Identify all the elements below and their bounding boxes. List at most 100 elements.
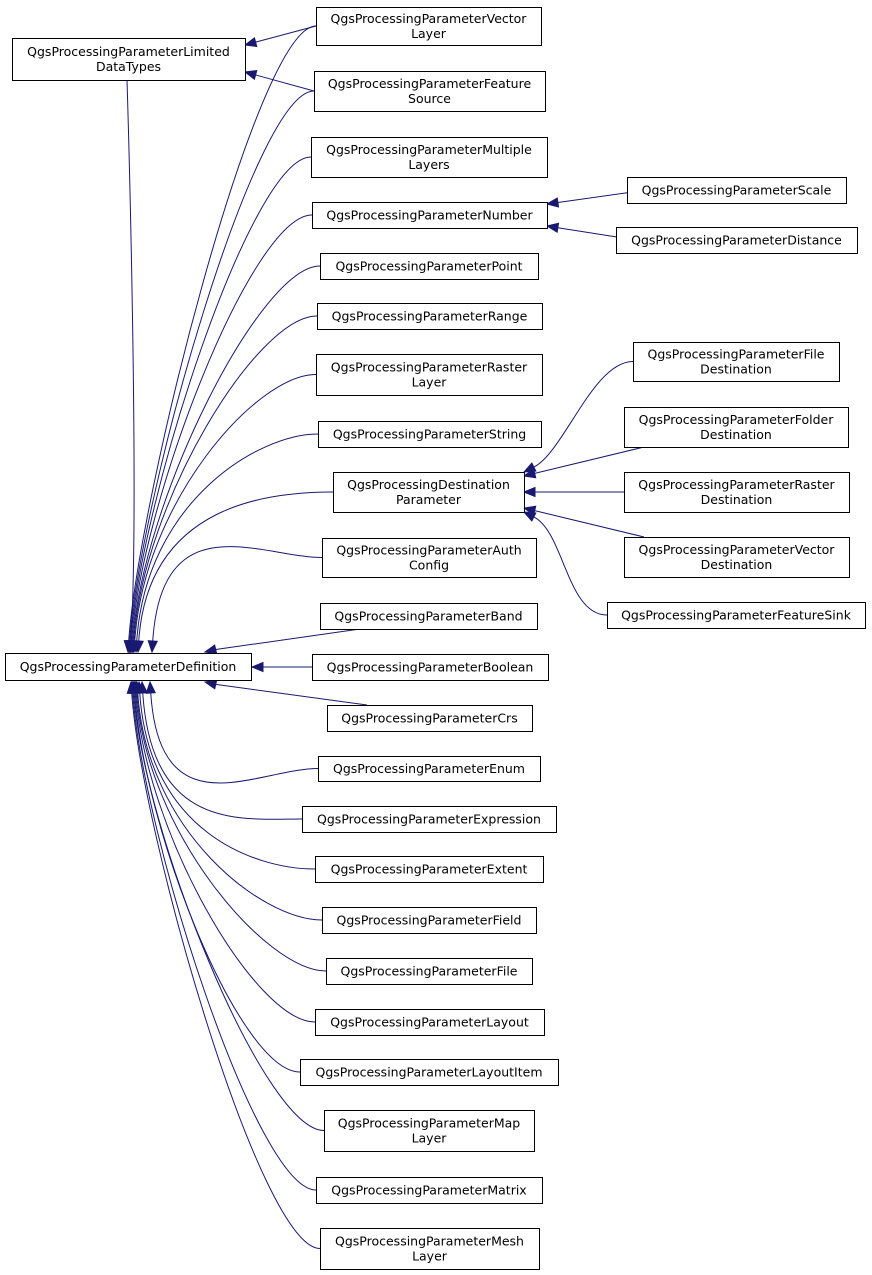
class-node-box (317, 303, 543, 330)
edge-maplayer-to-def (128, 680, 325, 1131)
class-node-label: QgsProcessingParameterMap (338, 1116, 521, 1131)
class-node-box (320, 253, 539, 280)
edge-line (534, 510, 645, 538)
class-node-band[interactable]: QgsProcessingParameterBand (320, 603, 538, 630)
class-node-box (315, 856, 544, 883)
edge-authconfig-to-def (147, 546, 323, 654)
class-node-crs[interactable]: QgsProcessingParameterCrs (327, 705, 533, 732)
edge-line (255, 74, 315, 92)
class-node-box (322, 907, 537, 934)
class-node-label: QgsProcessingParameterDistance (631, 233, 842, 248)
class-node-label: QgsProcessingParameterRaster (331, 360, 528, 375)
class-node-layout[interactable]: QgsProcessingParameterLayout (315, 1009, 545, 1036)
class-node-distance[interactable]: QgsProcessingParameterDistance (616, 227, 858, 254)
class-node-box (616, 227, 858, 254)
class-node-box (607, 602, 866, 629)
class-node-box (312, 202, 548, 229)
class-node-scale[interactable]: QgsProcessingParameterScale (627, 177, 847, 204)
class-node-label: DataTypes (96, 59, 161, 74)
edge-meshlayer-to-def (126, 680, 321, 1249)
class-node-box (326, 958, 533, 985)
class-node-box (633, 342, 840, 382)
edge-line (533, 516, 608, 616)
class-node-box (320, 1228, 540, 1270)
edge-field-to-def (132, 680, 323, 921)
class-node-box (315, 1009, 545, 1036)
class-node-box (314, 71, 546, 112)
edge-crs-to-def (203, 679, 368, 706)
edge-point-to-def (127, 265, 321, 654)
class-node-box (318, 756, 541, 782)
edge-line (152, 546, 323, 642)
class-node-label: QgsProcessingParameterField (337, 913, 522, 928)
class-node-point[interactable]: QgsProcessingParameterPoint (320, 253, 539, 280)
edge-layout-to-def (130, 680, 316, 1023)
class-node-box (5, 653, 252, 681)
class-node-extent[interactable]: QgsProcessingParameterExtent (315, 856, 544, 883)
edge-line (215, 628, 361, 651)
edge-line (130, 156, 312, 642)
class-node-label: QgsProcessingParameterRange (332, 309, 528, 324)
class-node-enum[interactable]: QgsProcessingParameterEnum (318, 756, 541, 782)
class-node-box (322, 538, 537, 578)
class-node-layoutitem[interactable]: QgsProcessingParameterLayoutItem (300, 1059, 559, 1086)
class-node-featuresink[interactable]: QgsProcessingParameterFeatureSink (607, 602, 866, 629)
edge-destination-to-def (133, 491, 334, 654)
class-node-label: QgsProcessingDestination (347, 477, 510, 492)
edge-line (534, 446, 645, 474)
class-node-def[interactable]: QgsProcessingParameterDefinition (5, 653, 252, 681)
edge-arrowhead (126, 680, 137, 694)
class-node-box (327, 705, 533, 732)
class-node-number[interactable]: QgsProcessingParameterNumber (312, 202, 548, 229)
edge-line (142, 692, 303, 820)
class-node-box (324, 1110, 535, 1152)
edge-vectorlayer-to-limited (243, 25, 317, 48)
class-node-label: QgsProcessingParameterScale (642, 183, 832, 198)
class-node-label: Destination (700, 362, 772, 377)
edge-line (126, 79, 135, 642)
class-node-label: QgsProcessingParameterLayout (330, 1015, 529, 1030)
class-node-label: QgsProcessingParameterMesh (335, 1234, 524, 1249)
class-node-expression[interactable]: QgsProcessingParameterExpression (302, 806, 557, 833)
class-node-range[interactable]: QgsProcessingParameterRange (317, 303, 543, 330)
edge-vectorlayer-to-def (123, 25, 317, 654)
edge-range-to-def (128, 315, 318, 654)
edge-line (133, 315, 318, 642)
class-node-label: QgsProcessingParameterFeatureSink (621, 608, 852, 623)
class-node-box (316, 354, 543, 396)
class-node-matrix[interactable]: QgsProcessingParameterMatrix (316, 1177, 543, 1204)
edge-arrowhead (250, 661, 264, 673)
class-node-string[interactable]: QgsProcessingParameterString (318, 421, 542, 448)
class-node-label: QgsProcessingParameterRaster (638, 477, 835, 492)
edge-arrowhead (145, 680, 156, 694)
edge-arrowhead (147, 640, 158, 654)
edge-line (132, 265, 321, 642)
class-node-label: QgsProcessingParameterFile (341, 964, 518, 979)
class-node-label: Layers (408, 157, 449, 172)
edge-line (136, 692, 327, 972)
class-node-file[interactable]: QgsProcessingParameterFile (326, 958, 533, 985)
class-node-label: QgsProcessingParameterLimited (27, 44, 230, 59)
edge-line (133, 692, 325, 1131)
edge-line (533, 361, 634, 468)
edge-line (131, 214, 313, 642)
class-node-box (627, 177, 847, 204)
class-node-boolean[interactable]: QgsProcessingParameterBoolean (312, 654, 549, 681)
class-node-field[interactable]: QgsProcessingParameterField (322, 907, 537, 934)
edge-arrowhead (522, 486, 536, 498)
